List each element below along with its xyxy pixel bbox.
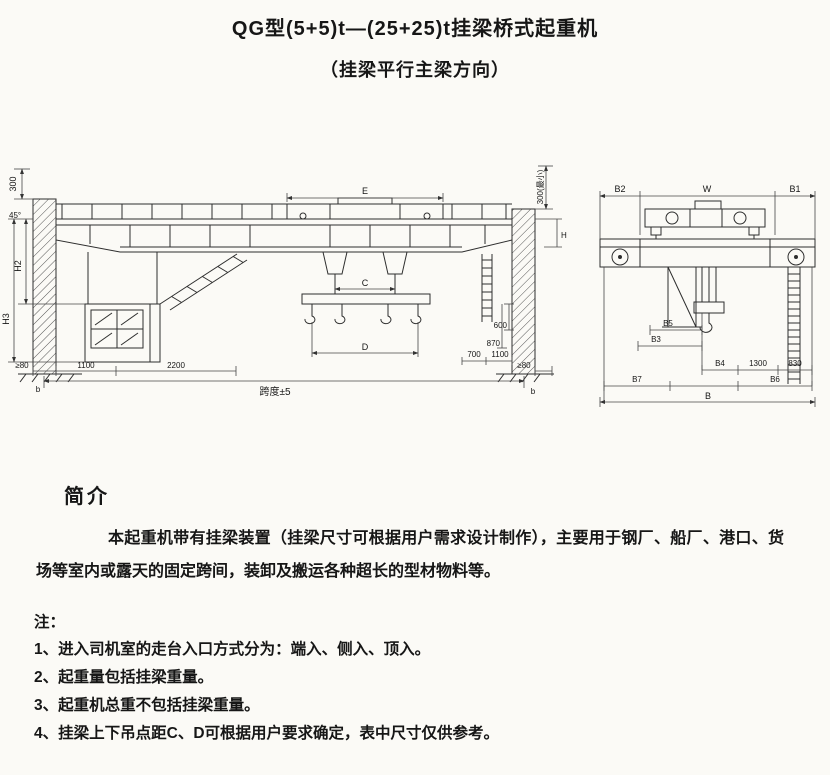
page-title: QG型(5+5)t—(25+25)t挂梁桥式起重机 — [231, 18, 599, 40]
dim-label-h3: H3 — [1, 313, 11, 325]
side-ladder — [787, 267, 801, 384]
dim-label-b2: B2 — [614, 184, 625, 194]
operator-cab — [84, 252, 161, 363]
mark-b-left: b — [36, 385, 41, 394]
dim-label-b6: B6 — [770, 375, 780, 384]
dim-label-300-top: 300 — [8, 176, 18, 191]
main-girder — [55, 218, 513, 253]
side-dimensions: B2 W B1 B5 B3 — [599, 184, 816, 407]
trolley — [286, 197, 444, 220]
intro-heading: 简介 — [64, 486, 110, 508]
drawing-area: 300 45° E 300(最小) H — [0, 154, 830, 446]
dim-label-830: 830 — [788, 359, 802, 368]
dim-label-300-right: 300(最小) — [536, 169, 545, 204]
dim-label-b: B — [705, 391, 711, 401]
note-item-3: 3、起重机总重不包括挂梁重量。 — [34, 697, 260, 715]
note-item-4: 4、挂梁上下吊点距C、D可根据用户要求确定，表中尺寸仅供参考。 — [34, 725, 500, 743]
side-platform — [662, 266, 702, 328]
dim-label-1100-left: 1100 — [77, 361, 95, 370]
access-stair — [159, 253, 248, 311]
dim-label-b1: B1 — [789, 184, 800, 194]
front-dimensions: 300 45° E 300(最小) H — [1, 165, 567, 398]
mark-b-right: b — [531, 387, 536, 396]
dim-label-c: C — [362, 278, 369, 288]
note-item-2: 2、起重量包括挂梁重量。 — [34, 669, 214, 687]
dim-label-h: H — [561, 231, 567, 240]
dim-label-45deg: 45° — [9, 211, 21, 220]
dim-label-b4: B4 — [715, 359, 725, 368]
dim-label-w: W — [703, 184, 712, 194]
dim-label-2200: 2200 — [167, 361, 185, 370]
notes-section: 注： 1、进入司机室的走台入口方式分为：端入、侧入、顶入。 2、起重量包括挂梁重… — [34, 609, 790, 748]
side-view — [599, 200, 816, 384]
dim-label-b5: B5 — [663, 319, 673, 328]
side-girder — [599, 235, 816, 268]
dim-label-e: E — [362, 186, 368, 196]
side-trolley — [644, 200, 766, 236]
dim-label-870: 870 — [487, 339, 501, 348]
dim-label-d: D — [362, 342, 369, 352]
front-view — [18, 197, 554, 383]
dim-label-ge80-left: ≥80 — [15, 361, 29, 370]
page-subtitle: （挂梁平行主梁方向） — [320, 60, 510, 80]
dim-label-600: 600 — [494, 321, 508, 330]
end-ladder — [481, 254, 493, 322]
hanging-beam-assembly — [301, 251, 431, 325]
dim-label-1100-right: 1100 — [491, 350, 509, 359]
dim-label-700: 700 — [467, 350, 481, 359]
technical-drawing: 300 45° E 300(最小) H — [1, 165, 816, 407]
left-wall — [18, 198, 82, 383]
notes-heading: 注： — [34, 613, 66, 631]
dim-label-b3: B3 — [651, 335, 661, 344]
side-hook-block — [693, 267, 725, 333]
dim-label-span: 跨度±5 — [259, 385, 290, 398]
dim-label-h2: H2 — [13, 260, 23, 272]
dim-label-1300: 1300 — [749, 359, 767, 368]
dim-label-ge80-right: ≥80 — [517, 361, 531, 370]
intro-paragraph: 本起重机带有挂梁装置（挂梁尺寸可根据用户需求设计制作），主要用于钢厂、船厂、港口… — [36, 530, 784, 580]
note-item-1: 1、进入司机室的走台入口方式分为：端入、侧入、顶入。 — [34, 641, 431, 659]
walkway-railing — [56, 203, 512, 219]
dim-label-b7: B7 — [632, 375, 642, 384]
